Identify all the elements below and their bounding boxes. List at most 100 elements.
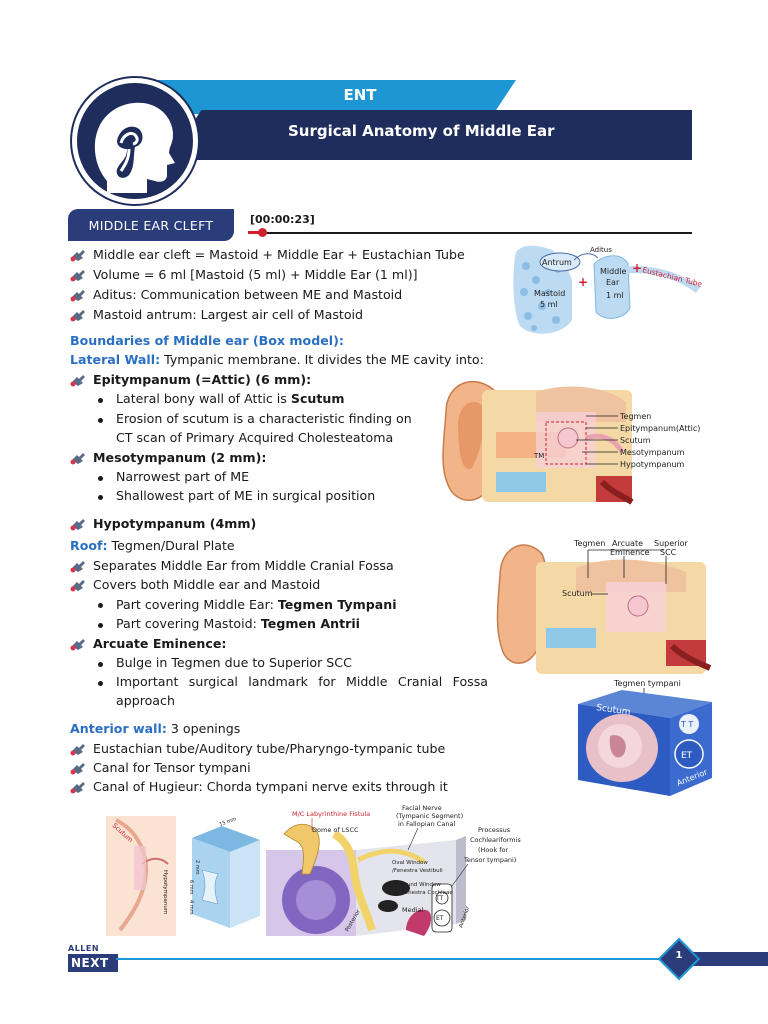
box-model-figure: Tegmen tympani Scutum T T ET Anterior <box>570 676 720 800</box>
dimension-label: 15 mm <box>219 816 238 828</box>
footer-bar <box>686 952 768 966</box>
mesotympanum-heading: Mesotympanum (2 mm): <box>93 450 267 465</box>
list-item-continued: CT scan of Primary Acquired Cholesteatom… <box>116 430 394 445</box>
list-item: Canal of Hugieur: Chorda tympani nerve e… <box>93 779 448 794</box>
next-logo: NEXT <box>68 954 118 972</box>
epitympanum-heading: Epitympanum (=Attic) (6 mm): <box>93 372 312 387</box>
diagram-label: Eminence <box>610 548 650 557</box>
diagram-label: Hypotympanum <box>162 870 168 914</box>
pointer-bullet-icon <box>70 270 85 282</box>
pointer-bullet-icon <box>70 763 85 775</box>
diagram-label: Processus <box>478 826 511 834</box>
list-item: Erosion of scutum is a characteristic fi… <box>116 411 412 426</box>
list-item: Part covering Mastoid: Tegmen Antrii <box>116 616 360 631</box>
list-item: Middle ear cleft = Mastoid + Middle Ear … <box>93 247 465 262</box>
diagram-label: SCC <box>660 548 677 557</box>
roof-line: Roof: Tegmen/Dural Plate <box>70 538 235 553</box>
et-label: ET <box>681 751 693 761</box>
diagram-label: Mesotympanum <box>620 448 685 457</box>
diagram-label: Medial <box>402 906 424 914</box>
subject-title: ENT <box>343 86 377 104</box>
middle-ear-label: Middle <box>600 267 627 276</box>
diagram-label: Arcuate <box>612 539 643 548</box>
middle-ear-volume: 1 ml <box>606 291 624 300</box>
chapter-title: Surgical Anatomy of Middle Ear <box>288 122 555 140</box>
pointer-bullet-icon <box>70 375 85 387</box>
diagram-label: Tegmen <box>619 412 651 421</box>
middle-ear-label: Ear <box>606 278 620 287</box>
bullet-dot <box>98 662 103 667</box>
lateral-wall-line: Lateral Wall: Tympanic membrane. It divi… <box>70 352 484 367</box>
header-rule <box>196 158 692 160</box>
diagram-label: Scutum <box>562 589 593 598</box>
list-item: Bulge in Tegmen due to Superior SCC <box>116 655 352 670</box>
pointer-bullet-icon <box>70 561 85 573</box>
header-accent-bar <box>140 80 516 114</box>
ear-cross-section-figure: TM Tegmen Epitympanum(Attic) Scutum Meso… <box>436 372 736 512</box>
diagram-label: Oval Window <box>392 860 428 866</box>
bullet-dot <box>98 418 103 423</box>
hypotympanum-heading: Hypotympanum (4mm) <box>93 516 257 531</box>
pointer-bullet-icon <box>70 580 85 592</box>
tt-label: T T <box>680 720 693 729</box>
diagram-label: Superior <box>654 539 689 548</box>
footer-rule <box>116 958 676 960</box>
diagram-label: TT <box>435 895 444 902</box>
list-item: Important surgical landmark for Middle C… <box>116 674 488 689</box>
diagram-label: Cochleariformis <box>470 836 521 844</box>
diagram-label: in Fallopian Canal <box>398 820 455 828</box>
bullet-dot <box>98 495 103 500</box>
video-timestamp[interactable]: [00:00:23] <box>250 213 315 226</box>
list-item: Aditus: Communication between ME and Mas… <box>93 287 403 302</box>
diagram-label: Epitympanum(Attic) <box>620 424 700 433</box>
mastoid-label: Mastoid <box>534 289 565 298</box>
diagram-label: ET <box>436 915 444 922</box>
diagram-label: Dome of LSCC <box>312 826 359 834</box>
pointer-bullet-icon <box>70 782 85 794</box>
list-item: Narrowest part of ME <box>116 469 250 484</box>
diagram-label: M/C Labyrinthine Fistula <box>292 810 370 818</box>
anterior-wall-line: Anterior wall: 3 openings <box>70 721 241 736</box>
pointer-bullet-icon <box>70 639 85 651</box>
bullet-dot <box>98 476 103 481</box>
dimension-label: 4 mm <box>188 900 194 915</box>
diagram-label: (Hook for <box>478 846 508 854</box>
pointer-bullet-icon <box>70 453 85 465</box>
bullet-dot <box>98 623 103 628</box>
list-item: Canal for Tensor tympani <box>93 760 251 775</box>
middle-ear-cleft-figure: Antrum Aditus Mastoid 5 ml + Middle Ear … <box>512 240 704 340</box>
eustachian-tube-label: Eustachian Tube <box>642 265 704 289</box>
aditus-label: Aditus <box>590 246 612 254</box>
header-title-bar <box>170 110 692 158</box>
diagram-label: Facial Nerve <box>402 804 442 812</box>
scutum-label: Scutum <box>596 703 631 718</box>
diagram-label: Scutum <box>620 436 651 445</box>
list-item: Covers both Middle ear and Mastoid <box>93 577 321 592</box>
ent-head-icon <box>72 78 198 204</box>
dimension-label: 6 mm <box>188 880 194 895</box>
timeline-rule <box>248 232 692 234</box>
mastoid-volume: 5 ml <box>540 300 558 309</box>
pointer-bullet-icon <box>70 290 85 302</box>
arcuate-heading: Arcuate Eminence: <box>93 636 227 651</box>
pointer-bullet-icon <box>70 250 85 262</box>
list-item: Eustachian tube/Auditory tube/Pharyngo-t… <box>93 741 446 756</box>
pointer-bullet-icon <box>70 744 85 756</box>
bullet-dot <box>98 603 103 608</box>
diagram-label: Tegmen tympani <box>613 679 681 688</box>
plus-sign: + <box>632 261 642 275</box>
diagram-label: (Tympanic Segment) <box>396 812 463 820</box>
list-item: Mastoid antrum: Largest air cell of Mast… <box>93 307 364 322</box>
list-item: Volume = 6 ml [Mastoid (5 ml) + Middle E… <box>93 267 418 282</box>
list-item: Lateral bony wall of Attic is Scutum <box>116 391 345 406</box>
pointer-bullet-icon <box>70 519 85 531</box>
tegmen-cross-section-figure: Tegmen Arcuate Eminence Superior SCC Scu… <box>496 532 736 680</box>
list-item-continued: approach <box>116 693 175 708</box>
list-item: Part covering Middle Ear: Tegmen Tympani <box>116 597 397 612</box>
bullet-dot <box>98 681 103 686</box>
timeline-marker <box>258 228 267 237</box>
boundaries-heading: Boundaries of Middle ear (Box model): <box>70 333 344 348</box>
plus-sign: + <box>578 275 588 289</box>
list-item: Separates Middle Ear from Middle Cranial… <box>93 558 394 573</box>
diagram-label: Tensor tympani) <box>463 856 516 864</box>
